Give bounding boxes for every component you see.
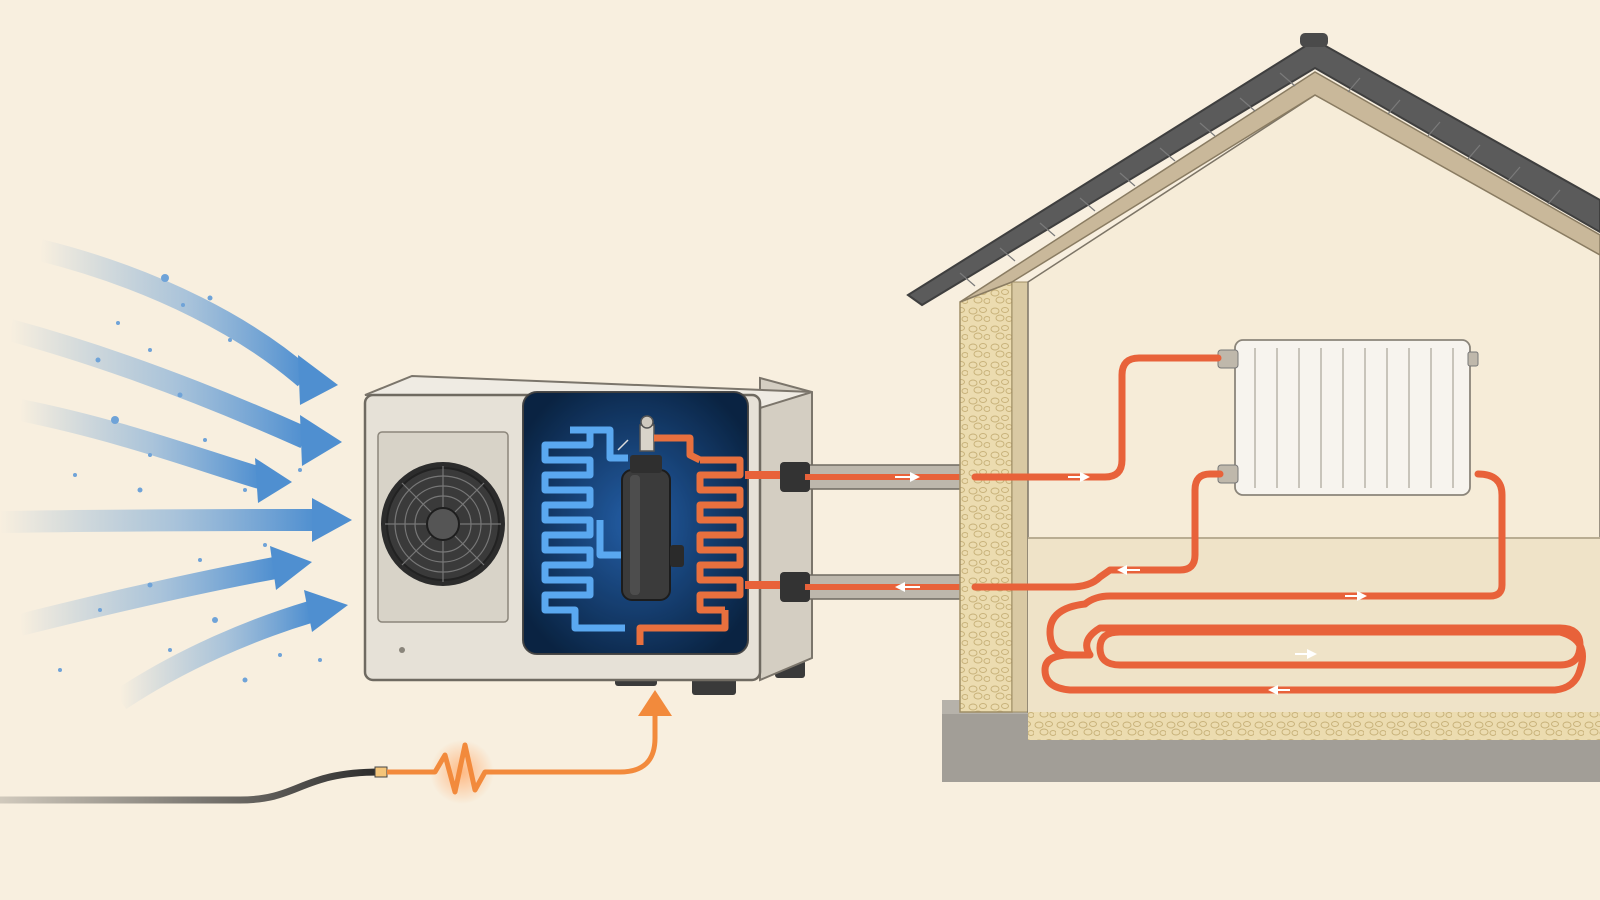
roof-tile-lines [959,72,1561,287]
fan-icon [381,462,505,586]
wall-stud [1011,281,1029,713]
discharge-line [654,434,702,464]
air-arrow-2 [7,319,310,449]
floor-insulation [1028,712,1600,740]
suction-line [596,520,625,559]
connection-pipes [780,462,981,602]
power-arrow-head [638,690,672,716]
air-arrow-6 [113,601,314,710]
wall-insulation [959,280,1013,713]
air-arrow-head-6 [304,590,348,632]
unit-screw [399,647,405,653]
underfloor-coil [1041,600,1586,694]
liquid-line [636,610,729,645]
air-arrow-5 [17,557,277,636]
loop-flow-arrows [1068,472,1367,695]
underfloor-feed-pipe [1081,470,1506,608]
radiator-body [1234,339,1471,496]
power-cable [0,768,384,804]
outdoor-unit [363,374,813,695]
electric-supply [0,690,672,804]
air-arrow-4 [0,509,316,533]
air-particles [58,274,322,683]
air-arrow-head-3 [255,458,292,503]
air-arrow-head-1 [298,355,338,405]
expansion-valve-icon [617,415,655,452]
unit-side-panel [759,376,813,682]
cold-air-flow [0,239,352,710]
compressor-icon [621,455,684,601]
heating-loop [971,354,1586,694]
supply-pipe-coupler [780,462,810,492]
roof-ridge-cap [1300,33,1328,47]
radiator-return-pipe [971,470,1224,591]
cable-connector [374,766,388,778]
roof-fascia [959,71,1600,303]
air-arrow-1 [37,239,313,387]
evaporator-to-compressor-pipe [590,426,628,462]
evaporator-coil [541,426,625,632]
condenser-coil [696,456,744,614]
air-arrow-head-2 [300,415,342,466]
air-arrow-head-5 [270,546,312,590]
return-pipe-coupler [780,572,810,602]
radiator [1217,339,1479,496]
radiator-bleed-valve [1467,351,1479,367]
air-arrow-head-4 [312,498,352,542]
radiator-supply-pipe [971,354,1222,481]
lightning-pulse-icon [387,712,658,795]
air-arrow-3 [17,399,264,489]
